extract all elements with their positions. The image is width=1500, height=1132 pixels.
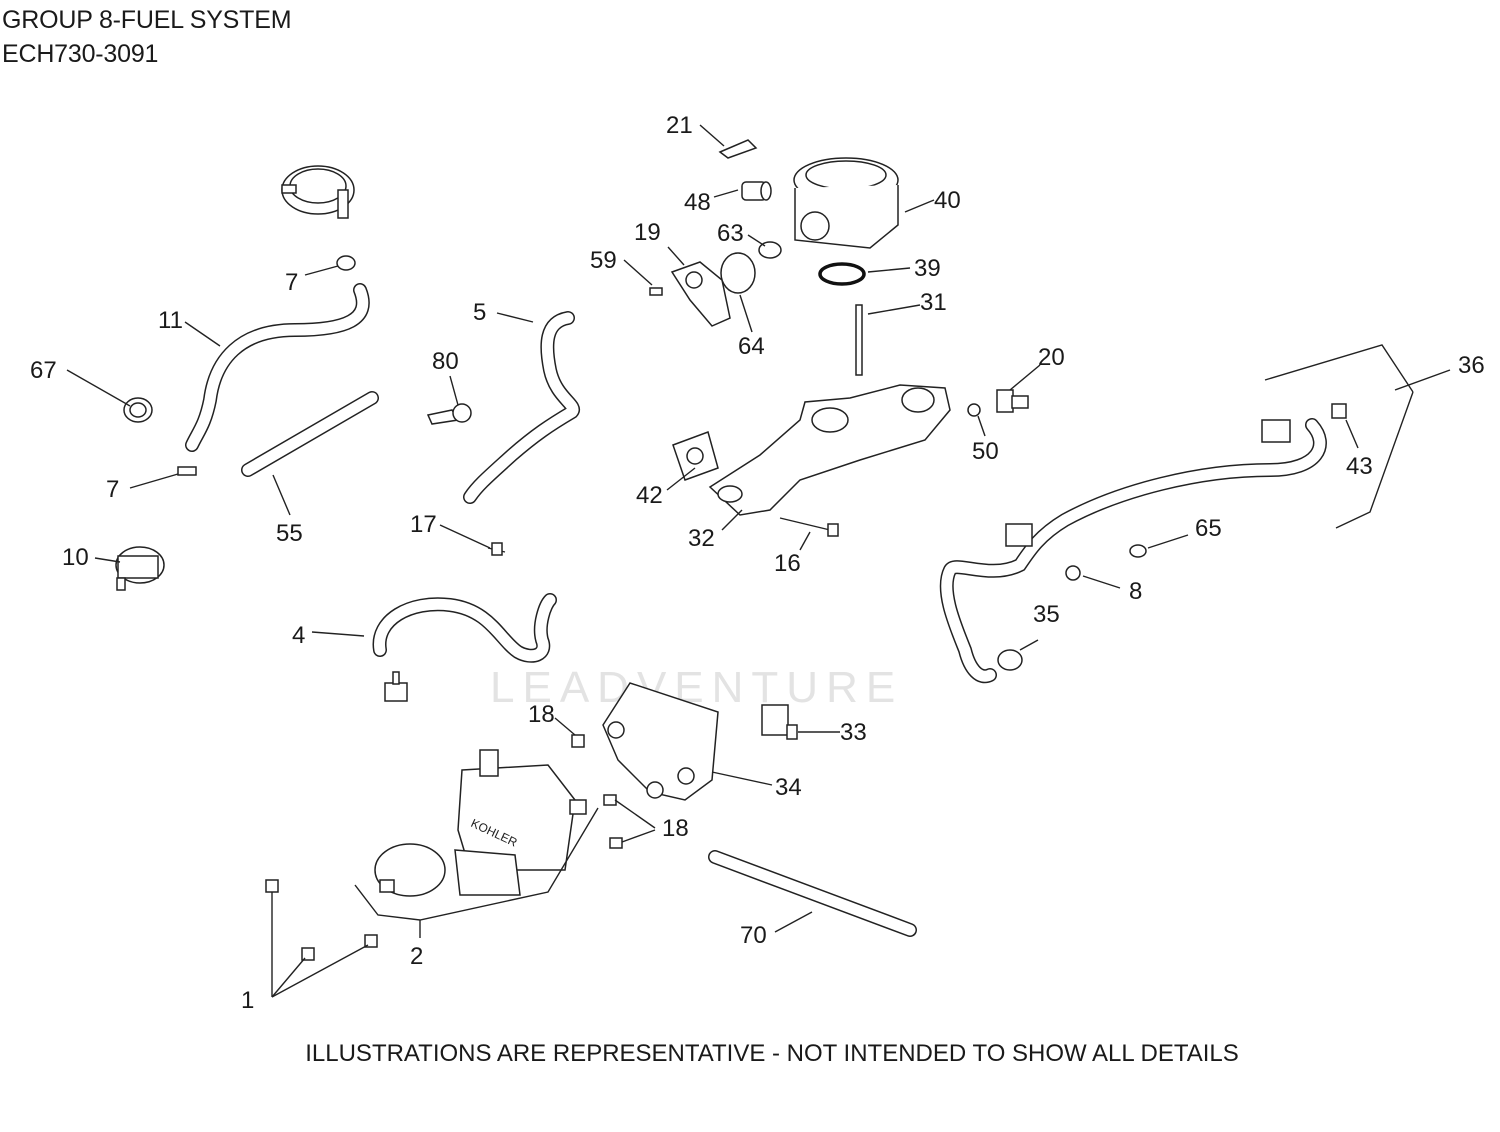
callout-34: 34 bbox=[775, 774, 802, 801]
callout-7-lower: 7 bbox=[106, 476, 119, 503]
clamp-7-top bbox=[336, 255, 356, 271]
callout-65: 65 bbox=[1195, 515, 1222, 542]
callout-5: 5 bbox=[473, 299, 486, 326]
fuel-line-4 bbox=[372, 593, 557, 663]
washer-50 bbox=[967, 403, 981, 417]
inline-filter-10 bbox=[115, 546, 165, 591]
fuel-pump-module-2: KOHLER bbox=[454, 749, 587, 896]
gasket-42 bbox=[672, 431, 719, 481]
callout-20: 20 bbox=[1038, 344, 1065, 371]
hose-clip-80 bbox=[426, 403, 472, 425]
screw-18-lower-b bbox=[609, 837, 623, 849]
callout-16: 16 bbox=[774, 550, 801, 577]
callout-4: 4 bbox=[292, 622, 305, 649]
disclaimer-note: ILLUSTRATIONS ARE REPRESENTATIVE - NOT I… bbox=[305, 1040, 1239, 1067]
callout-39: 39 bbox=[914, 255, 941, 282]
bushing-48 bbox=[741, 181, 772, 201]
tps-sensor-19 bbox=[670, 261, 731, 327]
callout-64: 64 bbox=[738, 333, 765, 360]
fuel-pump-cover bbox=[281, 165, 355, 219]
callout-17: 17 bbox=[410, 511, 437, 538]
screw-8 bbox=[1065, 565, 1081, 581]
callout-63: 63 bbox=[717, 220, 744, 247]
hose-clamp-35 bbox=[997, 649, 1023, 671]
callout-18-lower: 18 bbox=[662, 815, 689, 842]
sensor-33 bbox=[761, 704, 798, 740]
breather-hose-5 bbox=[463, 311, 581, 504]
o-ring-64 bbox=[720, 252, 756, 294]
mounting-bracket-34 bbox=[602, 682, 719, 801]
callout-19: 19 bbox=[634, 219, 661, 246]
callout-70: 70 bbox=[740, 922, 767, 949]
callout-33: 33 bbox=[840, 719, 867, 746]
callout-32: 32 bbox=[688, 525, 715, 552]
callout-11: 11 bbox=[158, 307, 183, 334]
fuel-hose-11 bbox=[185, 283, 370, 452]
pin-31 bbox=[855, 304, 863, 376]
callout-48: 48 bbox=[684, 189, 711, 216]
clip-7-lower bbox=[177, 466, 197, 476]
fitting-17 bbox=[487, 542, 506, 556]
hose-connector bbox=[384, 671, 408, 702]
washer-65 bbox=[1129, 544, 1147, 558]
callout-40: 40 bbox=[934, 187, 961, 214]
fuel-tube-55 bbox=[241, 391, 379, 477]
hose-clamp-67 bbox=[123, 397, 153, 423]
callout-7-top: 7 bbox=[285, 269, 298, 296]
callout-80: 80 bbox=[432, 348, 459, 375]
screw-18-lower-a bbox=[603, 794, 617, 806]
screw-1-a bbox=[265, 879, 279, 893]
callout-42: 42 bbox=[636, 482, 663, 509]
callout-35: 35 bbox=[1033, 601, 1060, 628]
callout-labels: 7 11 67 7 55 10 80 5 17 4 21 48 40 63 19… bbox=[30, 112, 1485, 1014]
callout-21: 21 bbox=[666, 112, 693, 139]
bolt-16 bbox=[779, 517, 839, 537]
o-ring-39 bbox=[818, 262, 866, 286]
callout-43: 43 bbox=[1346, 453, 1373, 480]
model-number: ECH730-3091 bbox=[2, 40, 159, 68]
screw-59 bbox=[649, 287, 663, 296]
fuel-tube-70 bbox=[708, 850, 917, 937]
callout-55: 55 bbox=[276, 520, 303, 547]
fuel-filter-cylinder bbox=[374, 843, 446, 897]
screw-1-b bbox=[301, 947, 315, 961]
callout-18-upper: 18 bbox=[528, 701, 555, 728]
clip-43 bbox=[1331, 403, 1347, 419]
callout-67: 67 bbox=[30, 357, 57, 384]
callout-50: 50 bbox=[972, 438, 999, 465]
callout-2: 2 bbox=[410, 943, 423, 970]
leader-lines bbox=[66, 124, 1451, 998]
callout-1: 1 bbox=[241, 987, 254, 1014]
throttle-body-40 bbox=[793, 157, 899, 249]
callout-59: 59 bbox=[590, 247, 617, 274]
callout-8: 8 bbox=[1129, 578, 1142, 605]
screw-18-upper bbox=[571, 734, 585, 748]
callout-10: 10 bbox=[62, 544, 89, 571]
diagram-title: GROUP 8-FUEL SYSTEM bbox=[2, 6, 292, 34]
screw-1-c bbox=[364, 934, 378, 948]
injector-20 bbox=[996, 389, 1029, 413]
callout-31: 31 bbox=[920, 289, 947, 316]
callout-36: 36 bbox=[1458, 352, 1485, 379]
intake-manifold-32 bbox=[708, 384, 951, 516]
fuel-rail-hose-36 bbox=[939, 418, 1327, 684]
bracket-21 bbox=[718, 139, 758, 159]
